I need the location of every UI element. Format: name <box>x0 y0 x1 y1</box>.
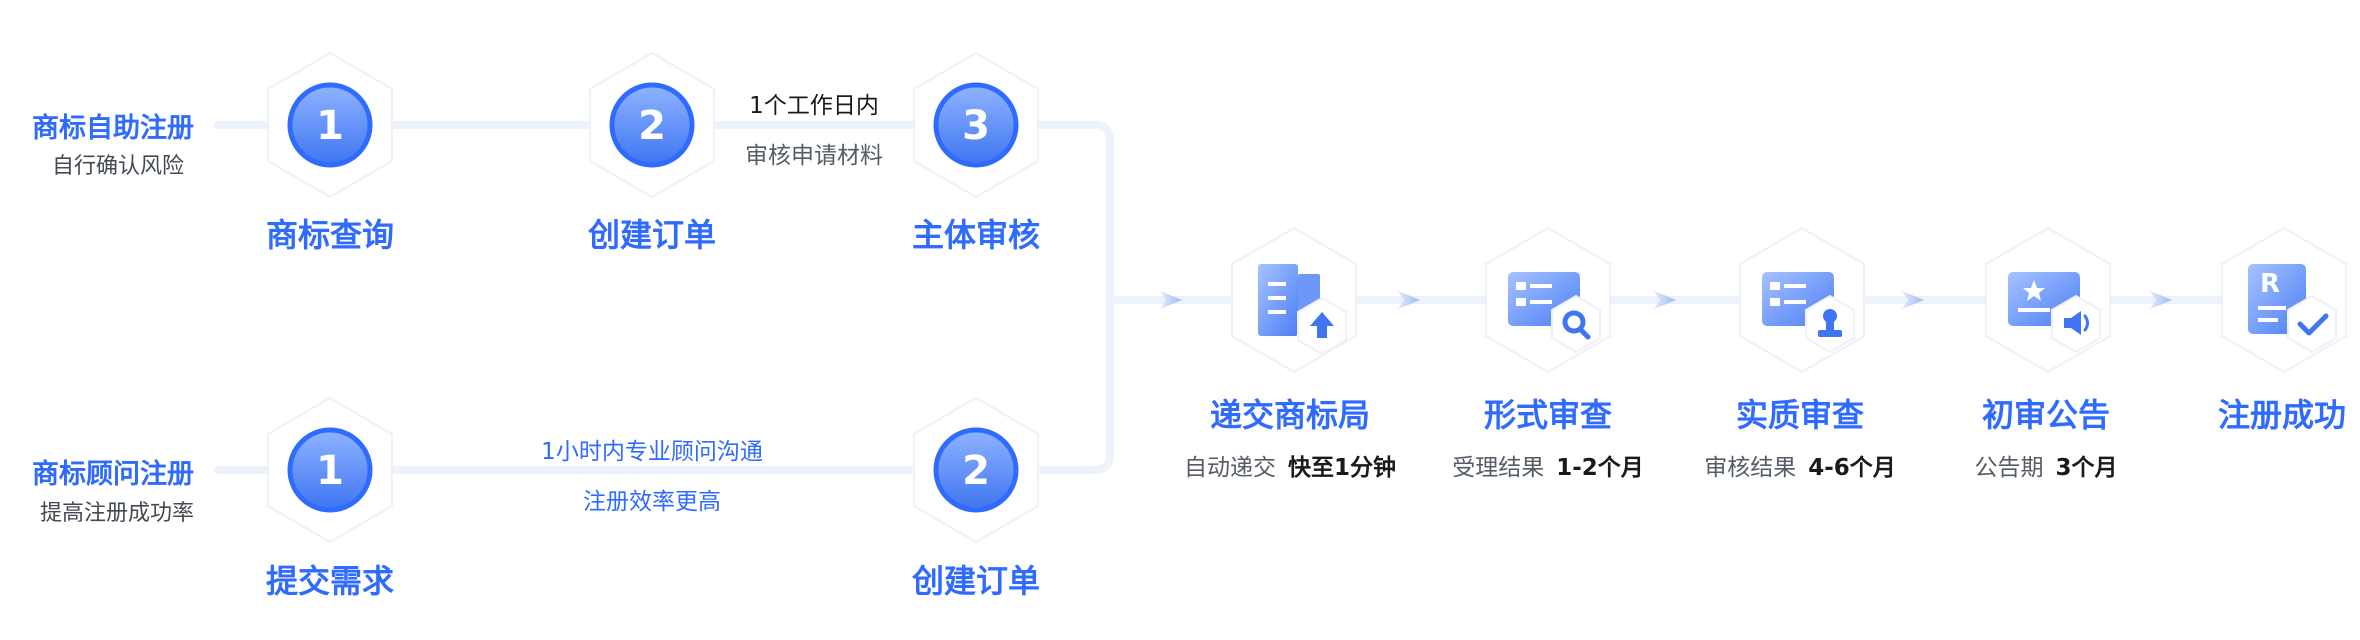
consultant-step-1-marker: 1 <box>267 397 393 543</box>
consultant-track-label: 商标顾问注册 <box>32 459 194 490</box>
stage-4-sub: 公告期 3个月 <box>1974 448 2117 482</box>
self-step-1-title: 商标查询 <box>265 216 395 254</box>
stage-4-title: 初审公告 <box>1981 396 2111 434</box>
step-number: 2 <box>962 448 990 494</box>
stage-1-title: 递交商标局 <box>1209 396 1371 434</box>
merge-bracket <box>1036 121 1114 474</box>
step-number: 3 <box>962 103 990 149</box>
stage-sub-label: 审核结果 <box>1704 455 1797 481</box>
stage-2-sub: 受理结果 1-2个月 <box>1452 448 1644 482</box>
stage-sub-value: 1-2个月 <box>1556 455 1644 481</box>
stage-sub-label: 公告期 <box>1974 455 2044 481</box>
consultant-track-sub: 提高注册成功率 <box>40 501 195 526</box>
stage-sub-value: 3个月 <box>2055 455 2118 481</box>
arrow-icon <box>1654 291 1676 309</box>
self-step-2-marker: 2 <box>589 52 715 198</box>
self-step-3-title: 主体审核 <box>911 216 1041 254</box>
self-step-1-marker: 1 <box>267 52 393 198</box>
stage-5-title: 注册成功 <box>2217 396 2347 434</box>
document-stamp-icon <box>1739 227 1865 373</box>
stage-sub-value: 快至1分钟 <box>1287 455 1397 481</box>
arrow-icon <box>1160 291 1182 309</box>
self-track-note-bottom: 审核申请材料 <box>745 143 883 169</box>
step-number: 1 <box>316 103 344 149</box>
stage-sub-label: 受理结果 <box>1452 455 1545 481</box>
consultant-step-2-marker: 2 <box>913 397 1039 543</box>
stage-3-sub: 审核结果 4-6个月 <box>1704 448 1896 482</box>
flow-arrows <box>1160 291 2172 309</box>
self-step-2-title: 创建订单 <box>587 216 717 254</box>
arrow-icon <box>2150 291 2172 309</box>
consultant-step-1-title: 提交需求 <box>265 562 395 600</box>
registered-mark-icon: R <box>2260 269 2280 299</box>
stage-1-sub: 自动递交快至1分钟 <box>1184 448 1396 482</box>
arrow-icon <box>1902 291 1924 309</box>
building-upload-icon <box>1231 227 1357 373</box>
registered-check-icon: R <box>2221 227 2347 373</box>
consultant-step-2-title: 创建订单 <box>911 562 1041 600</box>
step-number: 2 <box>638 103 666 149</box>
stage-sub-label: 自动递交 <box>1183 455 1276 481</box>
arrow-icon <box>1398 291 1420 309</box>
consultant-track-note-bottom: 注册效率更高 <box>583 489 721 515</box>
self-track-label: 商标自助注册 <box>32 113 194 144</box>
self-track-sub: 自行确认风险 <box>52 154 185 179</box>
announcement-speaker-icon <box>1985 227 2111 373</box>
document-search-icon <box>1485 227 1611 373</box>
stage-2-title: 形式审查 <box>1483 396 1613 434</box>
stage-3-title: 实质审查 <box>1735 396 1865 434</box>
step-number: 1 <box>316 448 344 494</box>
consultant-track-note-top: 1小时内专业顾问沟通 <box>541 439 763 465</box>
stage-sub-value: 4-6个月 <box>1808 455 1896 481</box>
self-step-3-marker: 3 <box>913 52 1039 198</box>
self-track-note-top: 1个工作日内 <box>749 93 879 119</box>
